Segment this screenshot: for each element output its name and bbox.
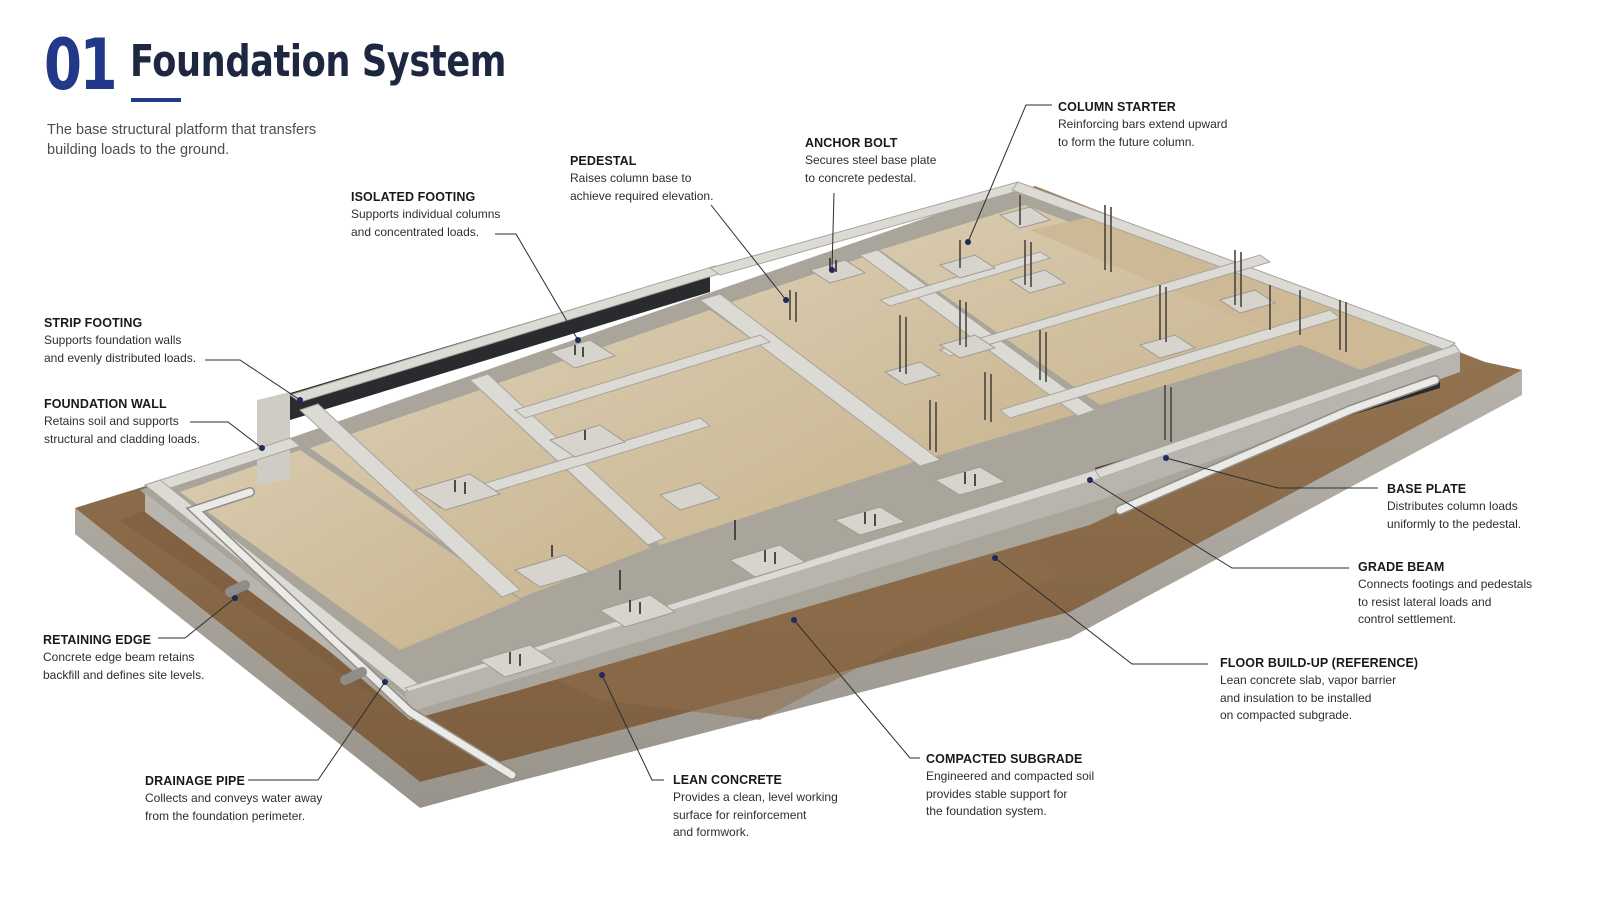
section-number: 01 [44, 24, 118, 106]
callout-title: ISOLATED FOOTING [351, 190, 476, 204]
leader-dots [232, 239, 1169, 685]
callout-base-plate: BASE PLATE Distributes column loads unif… [1387, 481, 1521, 533]
callout-title: COMPACTED SUBGRADE [926, 752, 1083, 766]
callout-title: FOUNDATION WALL [44, 397, 167, 411]
callout-strip-footing: STRIP FOOTING Supports foundation walls … [44, 315, 196, 367]
callout-title: GRADE BEAM [1358, 560, 1445, 574]
callout-title: BASE PLATE [1387, 482, 1467, 496]
callout-retaining-edge: RETAINING EDGE Concrete edge beam retain… [43, 632, 204, 684]
callout-title: LEAN CONCRETE [673, 773, 782, 787]
callout-description: Collects and conveys water away from the… [145, 791, 323, 823]
grade-beam-sides [145, 352, 1460, 712]
callout-title: RETAINING EDGE [43, 633, 152, 647]
callout-lean-concrete: LEAN CONCRETE Provides a clean, level wo… [673, 772, 838, 842]
callout-description: Lean concrete slab, vapor barrier and in… [1220, 673, 1397, 722]
callout-drainage-pipe: DRAINAGE PIPE Collects and conveys water… [145, 773, 322, 825]
callout-description: Concrete edge beam retains backfill and … [43, 650, 205, 682]
leader-lines [158, 104, 1378, 781]
callout-description: Distributes column loads uniformly to th… [1387, 499, 1522, 531]
callout-isolated-footing: ISOLATED FOOTING Supports individual col… [351, 189, 500, 241]
callout-grade-beam: GRADE BEAM Connects footings and pedesta… [1358, 559, 1532, 629]
page-title: Foundation System [130, 36, 507, 87]
callout-title: STRIP FOOTING [44, 316, 143, 330]
callout-pedestal: PEDESTAL Raises column base to achieve r… [570, 153, 713, 205]
callout-floor-buildup: FLOOR BUILD-UP (REFERENCE) Lean concrete… [1220, 655, 1418, 725]
callout-description: Raises column base to achieve required e… [570, 171, 714, 203]
callout-description: Retains soil and supports structural and… [44, 414, 201, 446]
callout-title: PEDESTAL [570, 154, 637, 168]
callout-title: FLOOR BUILD-UP (REFERENCE) [1220, 656, 1419, 670]
callout-description: Connects footings and pedestals to resis… [1358, 577, 1533, 626]
callout-compacted-subgrade: COMPACTED SUBGRADE Engineered and compac… [926, 751, 1094, 821]
callout-foundation-wall: FOUNDATION WALL Retains soil and support… [44, 396, 200, 448]
callout-description: Engineered and compacted soil provides s… [926, 769, 1095, 818]
callout-description: Reinforcing bars extend upward to form t… [1058, 117, 1228, 149]
drainage-pipes [185, 375, 1440, 780]
isolated-footings [413, 206, 1277, 678]
callout-description: Supports individual columns and concentr… [351, 207, 501, 239]
page-subtitle: The base structural platform that transf… [47, 122, 317, 158]
anchor-bolts [454, 258, 976, 666]
callout-title: DRAINAGE PIPE [145, 774, 245, 788]
title-underline [131, 98, 181, 102]
callout-anchor-bolt: ANCHOR BOLT Secures steel base plate to … [805, 135, 936, 187]
callout-description: Secures steel base plate to concrete ped… [805, 153, 937, 185]
callout-description: Provides a clean, level working surface … [673, 790, 838, 839]
callout-column-starter: COLUMN STARTER Reinforcing bars extend u… [1058, 99, 1227, 151]
column-starter-rebars [789, 195, 1347, 452]
callout-description: Supports foundation walls and evenly dis… [44, 333, 197, 365]
callout-title: ANCHOR BOLT [805, 136, 898, 150]
callout-title: COLUMN STARTER [1058, 100, 1176, 114]
